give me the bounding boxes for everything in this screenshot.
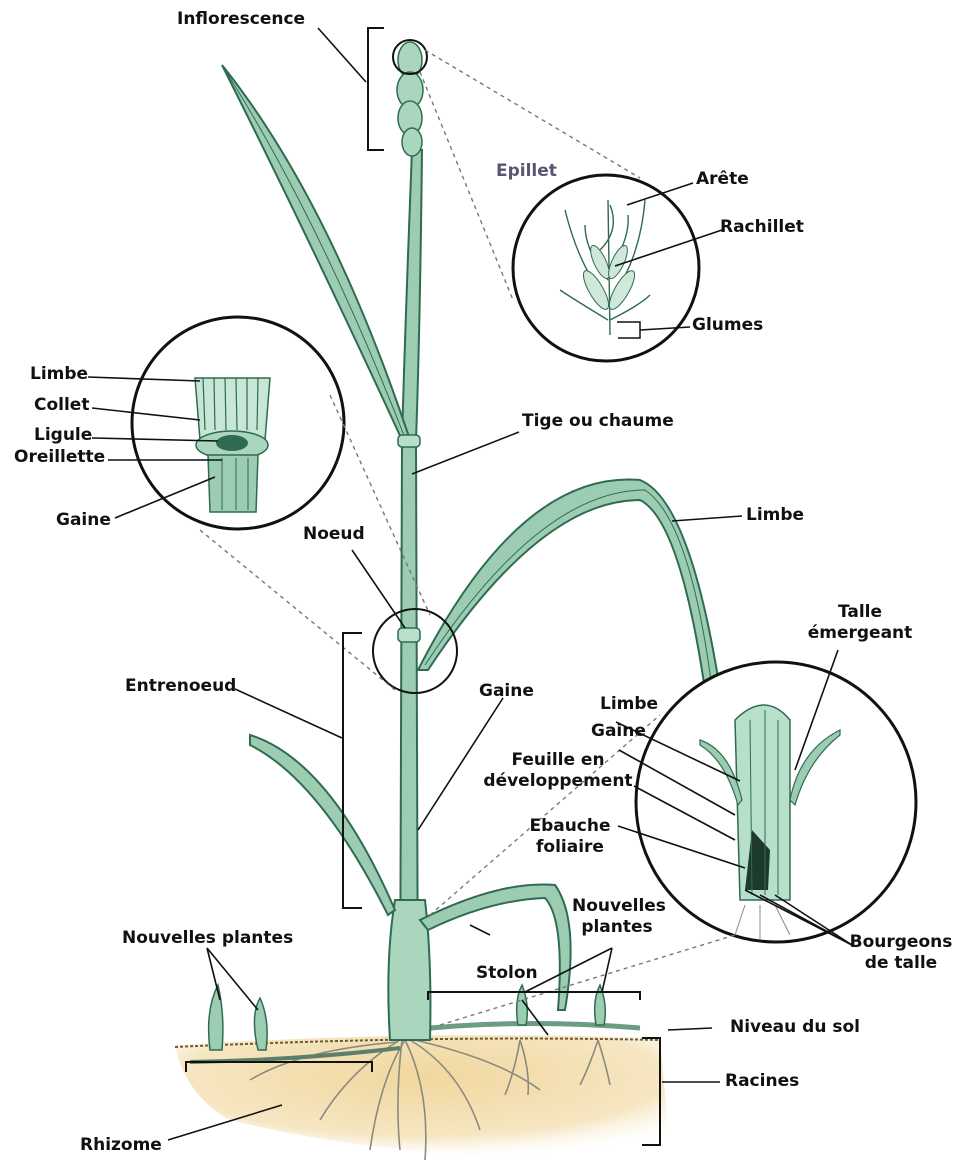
label-feuille-line1: Feuille en: [480, 750, 636, 771]
spike: [397, 42, 423, 156]
label-rhizome: Rhizome: [80, 1135, 162, 1156]
label-ebauche-line2: foliaire: [520, 837, 620, 858]
label-nouvelles-right-line2: plantes: [572, 917, 662, 938]
label-ebauche-line1: Ebauche: [520, 816, 620, 837]
label-limbe-left: Limbe: [30, 364, 88, 385]
label-epillet: Epillet: [496, 161, 557, 182]
label-glumes: Glumes: [692, 315, 763, 336]
label-inflorescence: Inflorescence: [177, 9, 305, 30]
label-nouvelles-right: Nouvelles plantes: [572, 896, 662, 938]
label-gaine-mid: Gaine: [479, 681, 534, 702]
label-collet: Collet: [34, 395, 89, 416]
label-rachillet: Rachillet: [720, 217, 804, 238]
stem-node-middle: [398, 628, 420, 642]
label-noeud: Noeud: [303, 524, 365, 545]
label-arete: Arête: [696, 169, 749, 190]
label-limbe-detail: Limbe: [600, 694, 658, 715]
label-nouvelles-right-line1: Nouvelles: [572, 896, 662, 917]
label-stolon: Stolon: [476, 963, 538, 984]
label-talle: Talle émergeant: [800, 602, 920, 644]
label-racines: Racines: [725, 1071, 799, 1092]
label-ebauche: Ebauche foliaire: [520, 816, 620, 858]
label-bourgeons-line1: Bourgeons: [848, 932, 954, 953]
label-limbe-right: Limbe: [746, 505, 804, 526]
label-tige: Tige ou chaume: [522, 411, 674, 432]
label-bourgeons: Bourgeons de talle: [848, 932, 954, 974]
label-nouvelles-left: Nouvelles plantes: [122, 928, 293, 949]
label-entrenoeud: Entrenoeud: [125, 676, 236, 697]
label-feuille: Feuille en développement: [480, 750, 636, 792]
label-talle-line2: émergeant: [800, 623, 920, 644]
label-oreillette: Oreillette: [14, 447, 105, 468]
label-gaine-detail: Gaine: [591, 721, 646, 742]
label-ligule: Ligule: [34, 425, 92, 446]
label-feuille-line2: développement: [480, 771, 636, 792]
label-gaine-left: Gaine: [56, 510, 111, 531]
label-niveau: Niveau du sol: [730, 1017, 860, 1038]
label-bourgeons-line2: de talle: [848, 953, 954, 974]
arching-leaf: [418, 480, 720, 690]
stem-node-upper: [398, 435, 420, 447]
new-plants-left: [209, 985, 268, 1050]
label-talle-line1: Talle: [800, 602, 920, 623]
lower-left-leaf: [250, 735, 395, 915]
